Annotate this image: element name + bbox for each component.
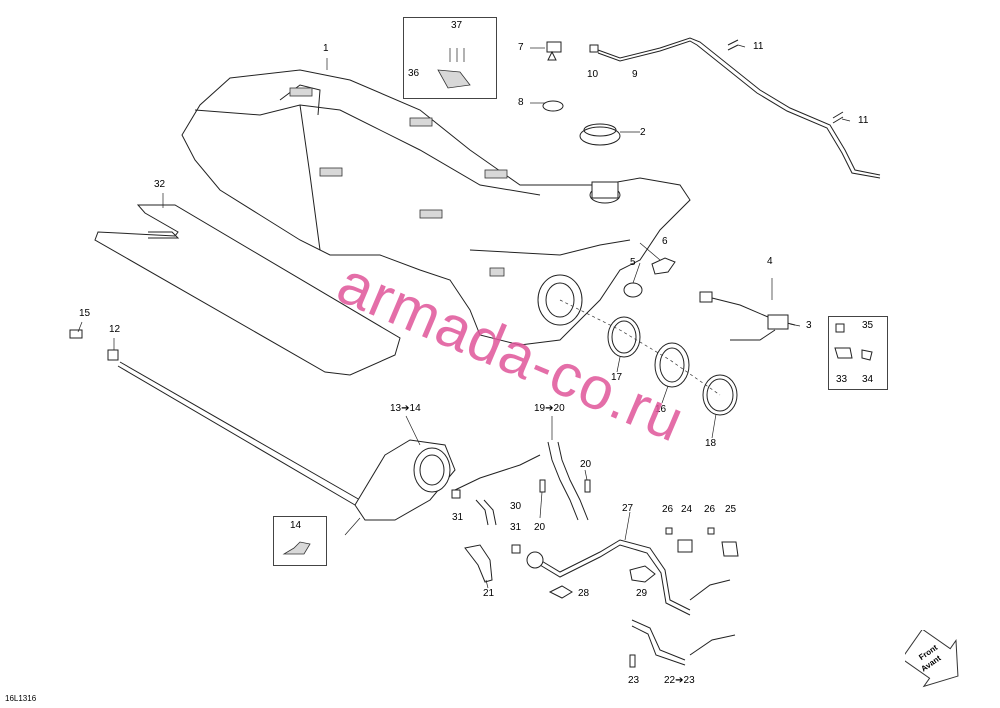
callout-26-left: 26 bbox=[662, 504, 674, 515]
callout-32: 32 bbox=[154, 179, 166, 190]
callout-16: 16 bbox=[655, 404, 667, 415]
callout-20-right: 20 bbox=[580, 459, 592, 470]
callout-2: 2 bbox=[640, 127, 646, 138]
callout-21: 21 bbox=[483, 588, 495, 599]
callout-24: 24 bbox=[681, 504, 693, 515]
callout-33: 33 bbox=[836, 374, 848, 385]
callout-14: 14 bbox=[290, 520, 302, 531]
callout-36: 36 bbox=[408, 68, 420, 79]
callout-3: 3 bbox=[806, 320, 812, 331]
front-direction-arrow bbox=[905, 630, 959, 688]
callout-8: 8 bbox=[518, 97, 524, 108]
callout-15: 15 bbox=[79, 308, 91, 319]
callout-11-top: 11 bbox=[753, 41, 764, 52]
callout-34: 34 bbox=[862, 374, 874, 385]
callout-37: 37 bbox=[451, 20, 463, 31]
kit-box-36-37 bbox=[403, 17, 497, 99]
callout-35: 35 bbox=[862, 320, 874, 331]
callout-6: 6 bbox=[662, 236, 668, 247]
callout-31-left: 31 bbox=[452, 512, 464, 523]
callout-29: 29 bbox=[636, 588, 648, 599]
callout-1: 1 bbox=[323, 43, 329, 54]
callout-9: 9 bbox=[632, 69, 638, 80]
callout-18: 18 bbox=[705, 438, 717, 449]
vent-hose bbox=[597, 37, 881, 176]
callout-23: 23 bbox=[628, 675, 640, 686]
callout-30: 30 bbox=[510, 501, 522, 512]
callout-20-mid: 20 bbox=[534, 522, 546, 533]
callout-26-right: 26 bbox=[704, 504, 716, 515]
kit-box-33-34-35 bbox=[828, 316, 888, 390]
callout-27: 27 bbox=[622, 503, 634, 514]
callout-19-20: 19➔20 bbox=[534, 403, 565, 414]
callout-5: 5 bbox=[630, 257, 636, 268]
callout-28: 28 bbox=[578, 588, 590, 599]
callout-11-bottom: 11 bbox=[858, 115, 869, 126]
diagram-code: 16L1316 bbox=[5, 694, 37, 703]
callout-13-14: 13➔14 bbox=[390, 403, 421, 414]
callout-22-23: 22➔23 bbox=[664, 675, 695, 686]
callout-17: 17 bbox=[611, 372, 623, 383]
pump-bracket-icon bbox=[282, 541, 311, 555]
kit-box-14 bbox=[273, 516, 327, 566]
callout-4: 4 bbox=[767, 256, 773, 267]
callout-31-mid: 31 bbox=[510, 522, 522, 533]
callout-25: 25 bbox=[725, 504, 737, 515]
fuel-tank bbox=[181, 69, 691, 346]
callout-7: 7 bbox=[518, 42, 524, 53]
tank-pad bbox=[94, 204, 401, 376]
callout-10: 10 bbox=[587, 69, 599, 80]
callout-12: 12 bbox=[109, 324, 121, 335]
